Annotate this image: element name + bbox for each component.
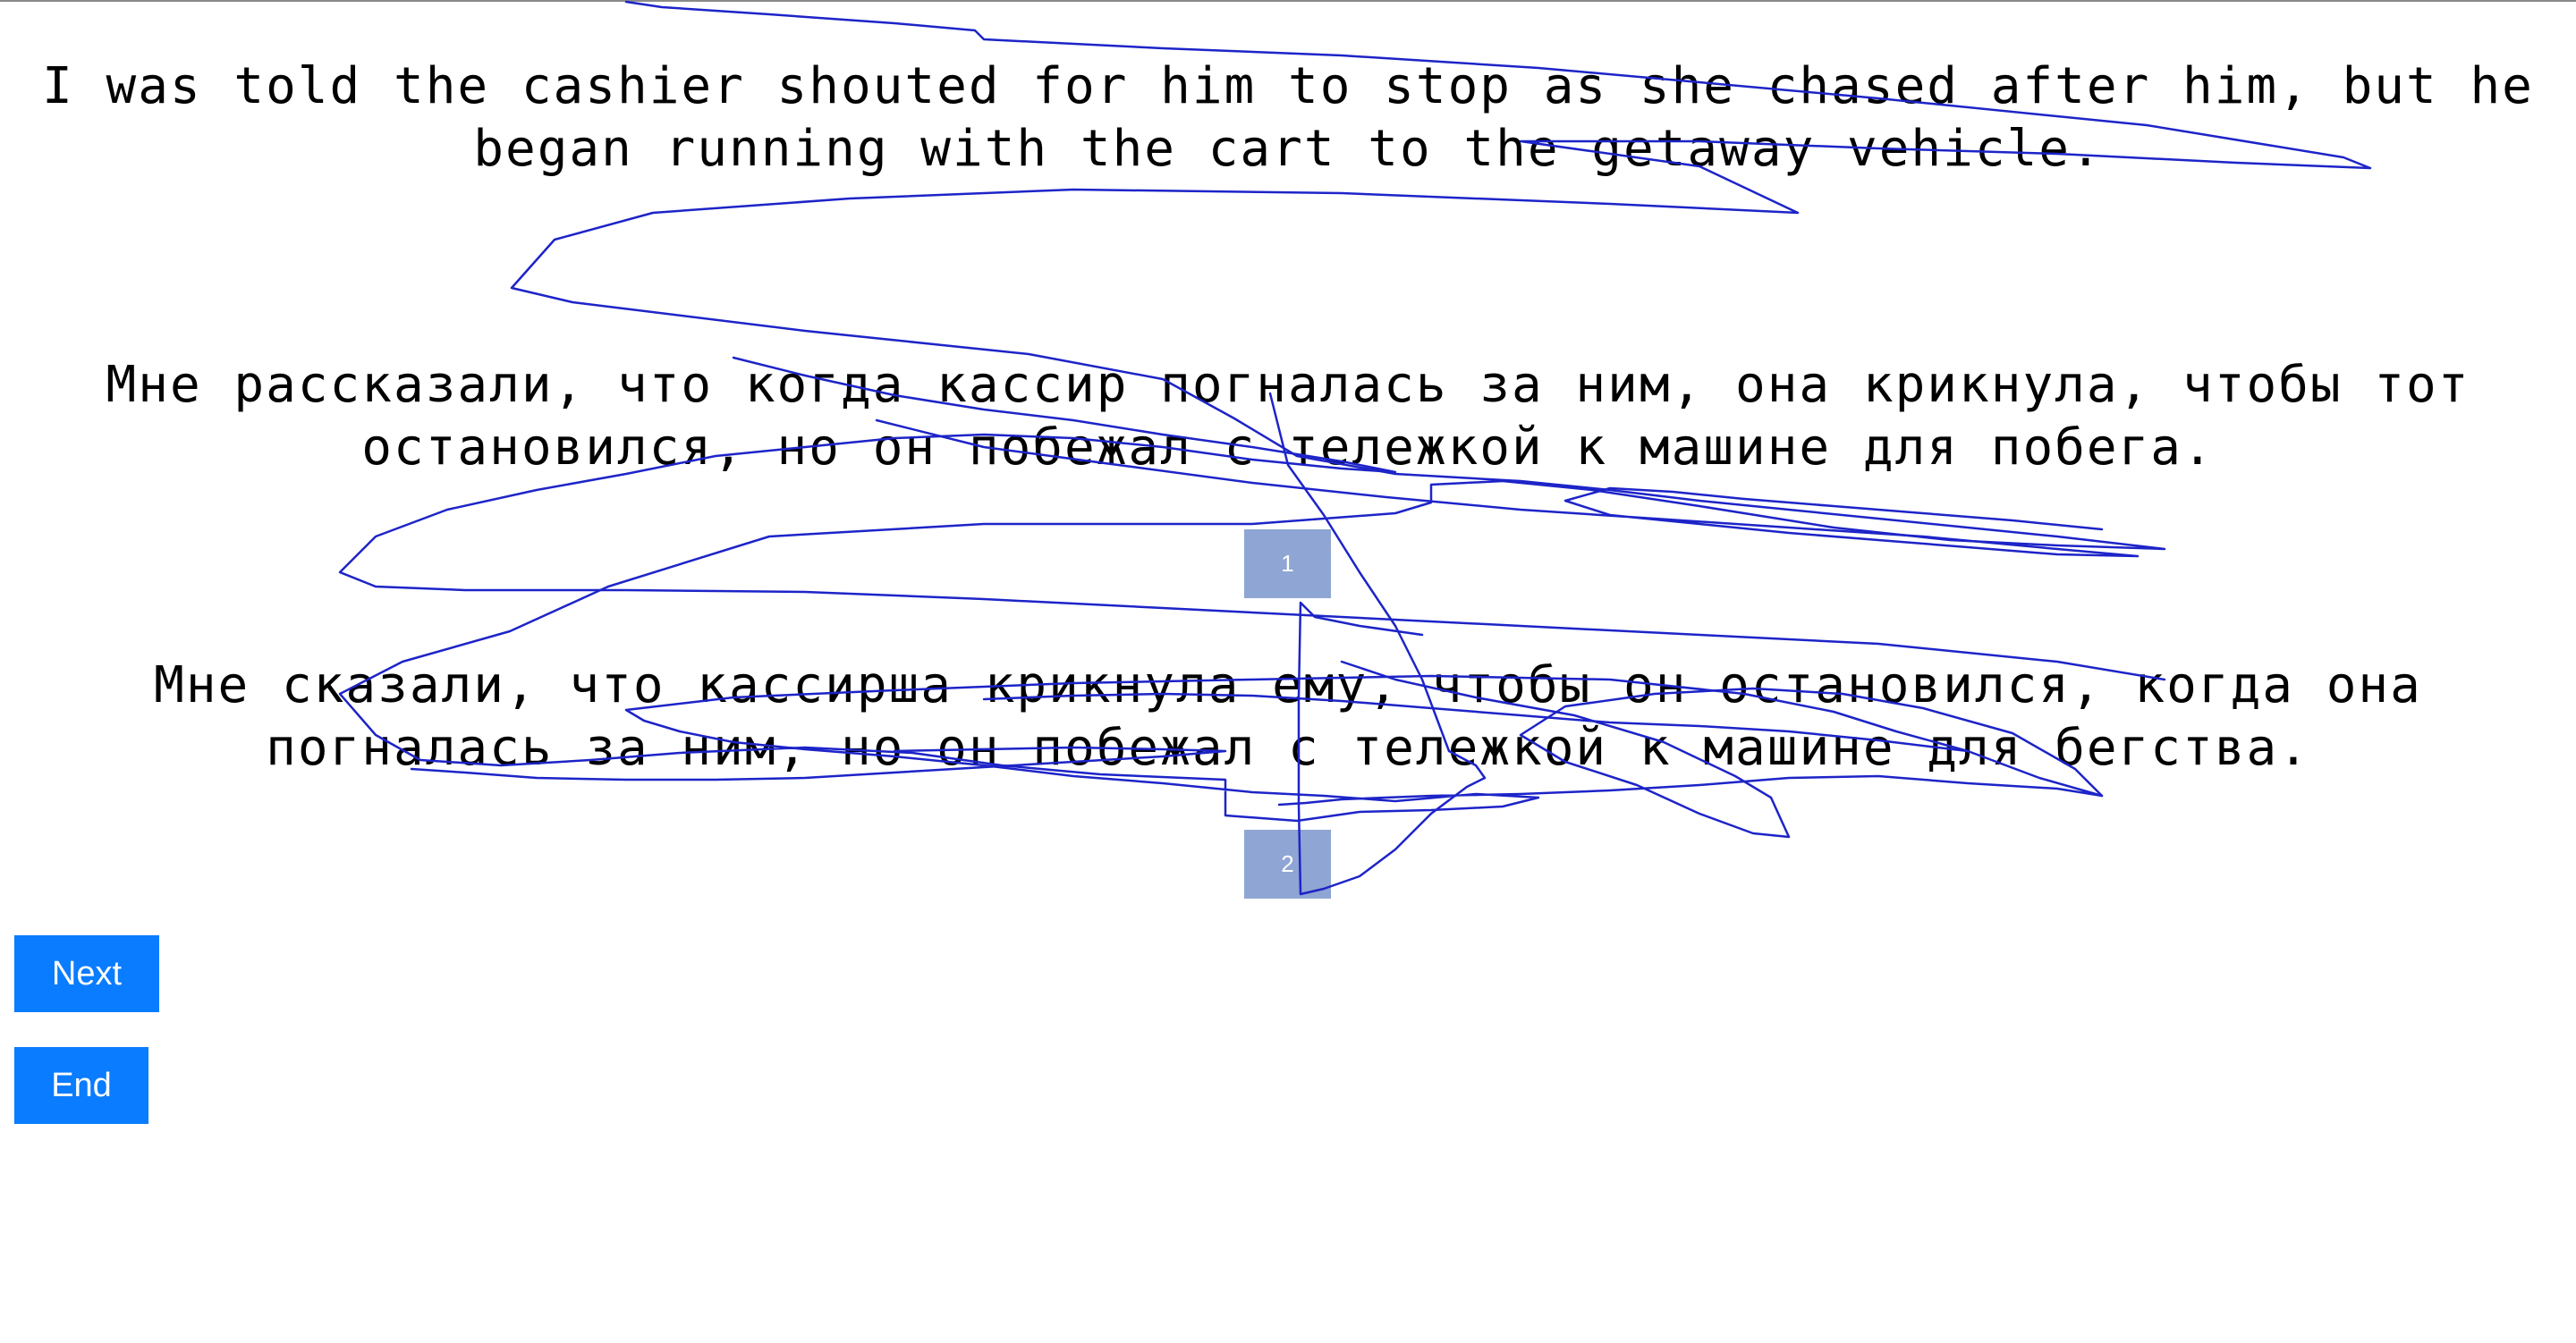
next-button[interactable]: Next [14, 935, 159, 1012]
end-button[interactable]: End [14, 1047, 148, 1124]
top-border [0, 0, 2576, 2]
choice-button-2[interactable]: 2 [1244, 830, 1331, 899]
choice-button-1[interactable]: 1 [1244, 529, 1331, 598]
source-sentence: I was told the cashier shouted for him t… [42, 57, 2534, 178]
translation-option-1: Мне рассказали, что когда кассир погнала… [106, 356, 2470, 477]
translation-option-2: Мне сказали, что кассирша крикнула ему, … [154, 656, 2422, 777]
